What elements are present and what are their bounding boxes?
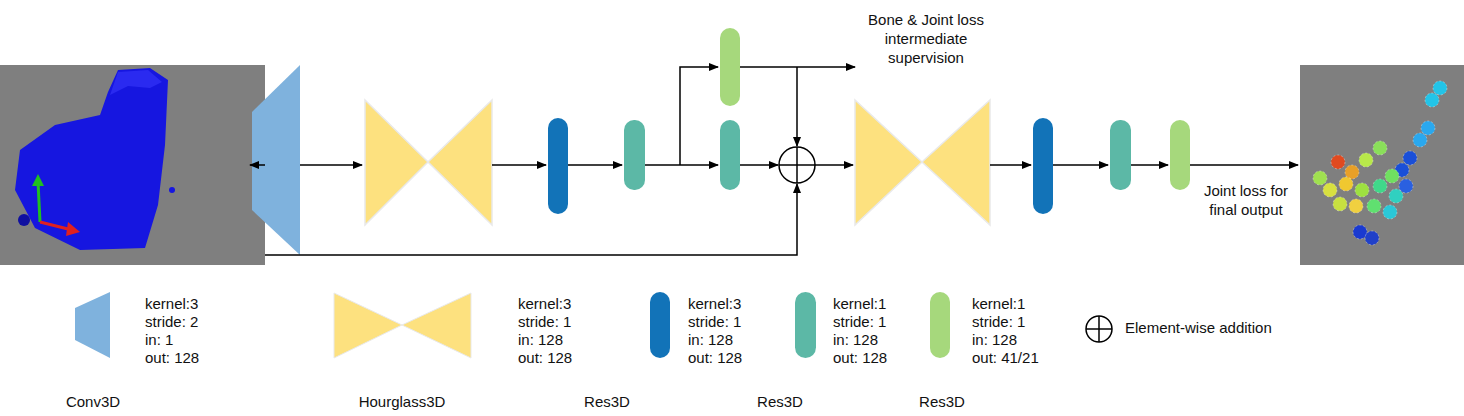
voxel-dot [1403,151,1417,165]
legend-block-item: kernel:3stride: 1in: 128out: 128Hourglas… [333,292,575,413]
addition-symbol [779,147,815,183]
block-parameter: kernel:3 [145,295,198,313]
input-voxel-image [0,65,265,265]
res3d-k1-block [720,120,740,190]
legend-icon [795,292,818,360]
legend-icon [930,292,952,360]
block-parameter: in: 128 [688,331,733,349]
block-name: Res3D [757,393,803,411]
voxel-dot [1367,199,1381,213]
voxel-dot [1359,153,1373,167]
block-parameter: in: 128 [518,331,563,349]
voxel-dot [1373,179,1387,193]
loss-annotation: Bone & Joint loss intermediate supervisi… [857,10,995,67]
flow-arrows [250,67,1298,255]
legend-text: Element-wise addition [1125,319,1272,337]
block-parameter: out: 128 [688,349,742,367]
voxel-dot [1331,155,1345,169]
voxel-dot [1355,183,1369,197]
voxel-dot [1383,205,1397,219]
block-parameter: in: 1 [145,331,173,349]
legend-icon [72,292,114,360]
res3d-k3-block [1033,118,1053,214]
voxel-dot [1413,133,1427,147]
block-parameter: kernel:1 [972,295,1025,313]
voxel-dot [1399,179,1413,193]
block-parameter: out: 128 [518,349,572,367]
res3d-out-block [720,28,740,106]
hourglass3d-block [855,100,990,225]
voxel-dot [1373,141,1387,155]
block-parameter: stride: 1 [688,313,741,331]
legend-icon [1084,314,1116,346]
voxel-dot [1339,177,1353,191]
voxel-dot [1353,225,1367,239]
block-parameter: stride: 2 [145,313,198,331]
legend-block-item: kernel:1stride: 1in: 128out: 128Res3D [795,292,890,413]
block-name: Res3D [584,393,630,411]
hourglass3d-block [365,100,492,225]
block-parameter: out: 128 [833,349,887,367]
voxel-dot [1385,169,1399,183]
conv3d-block [252,65,300,255]
res3d-k3-block [548,118,568,214]
block-parameter: out: 128 [145,349,199,367]
block-parameter: out: 41/21 [972,349,1039,367]
voxel-dot [1421,121,1435,135]
block-name: Res3D [919,393,965,411]
legend-block-item: kernel:3stride: 1in: 128out: 128Res3D [650,292,745,413]
block-parameter: stride: 1 [518,313,571,331]
res3d-out-block [1170,120,1190,190]
output-voxel-image [1300,65,1464,265]
res3d-k1-block [1110,120,1131,190]
block-name: Hourglass3D [359,393,446,411]
block-parameter: stride: 1 [972,313,1025,331]
voxel-dot [1313,171,1327,185]
voxel-dot [1425,93,1439,107]
loss-annotation: Joint loss for final output [1193,181,1299,219]
voxel-dot [1365,231,1379,245]
voxel-dot [1433,81,1447,95]
block-parameter: in: 128 [833,331,878,349]
block-parameter: stride: 1 [833,313,886,331]
block-parameter: in: 128 [972,331,1017,349]
block-name: Conv3D [66,393,120,411]
block-parameter: kernel:1 [833,295,886,313]
legend-icon [650,292,672,360]
res3d-k1-block [624,120,645,190]
legend-addition-item: Element-wise addition [1084,314,1274,348]
legend-icon [333,292,473,360]
voxel-dot [1333,197,1347,211]
voxel-dot [1323,183,1337,197]
block-parameter: kernel:3 [688,295,741,313]
legend-block-item: kernel:1stride: 1in: 128out: 41/21Res3D [930,292,1041,413]
legend-block-item: kernel:3stride: 2in: 1out: 128Conv3D [72,292,202,413]
block-parameter: kernel:3 [518,295,571,313]
voxel-dot [1349,199,1363,213]
